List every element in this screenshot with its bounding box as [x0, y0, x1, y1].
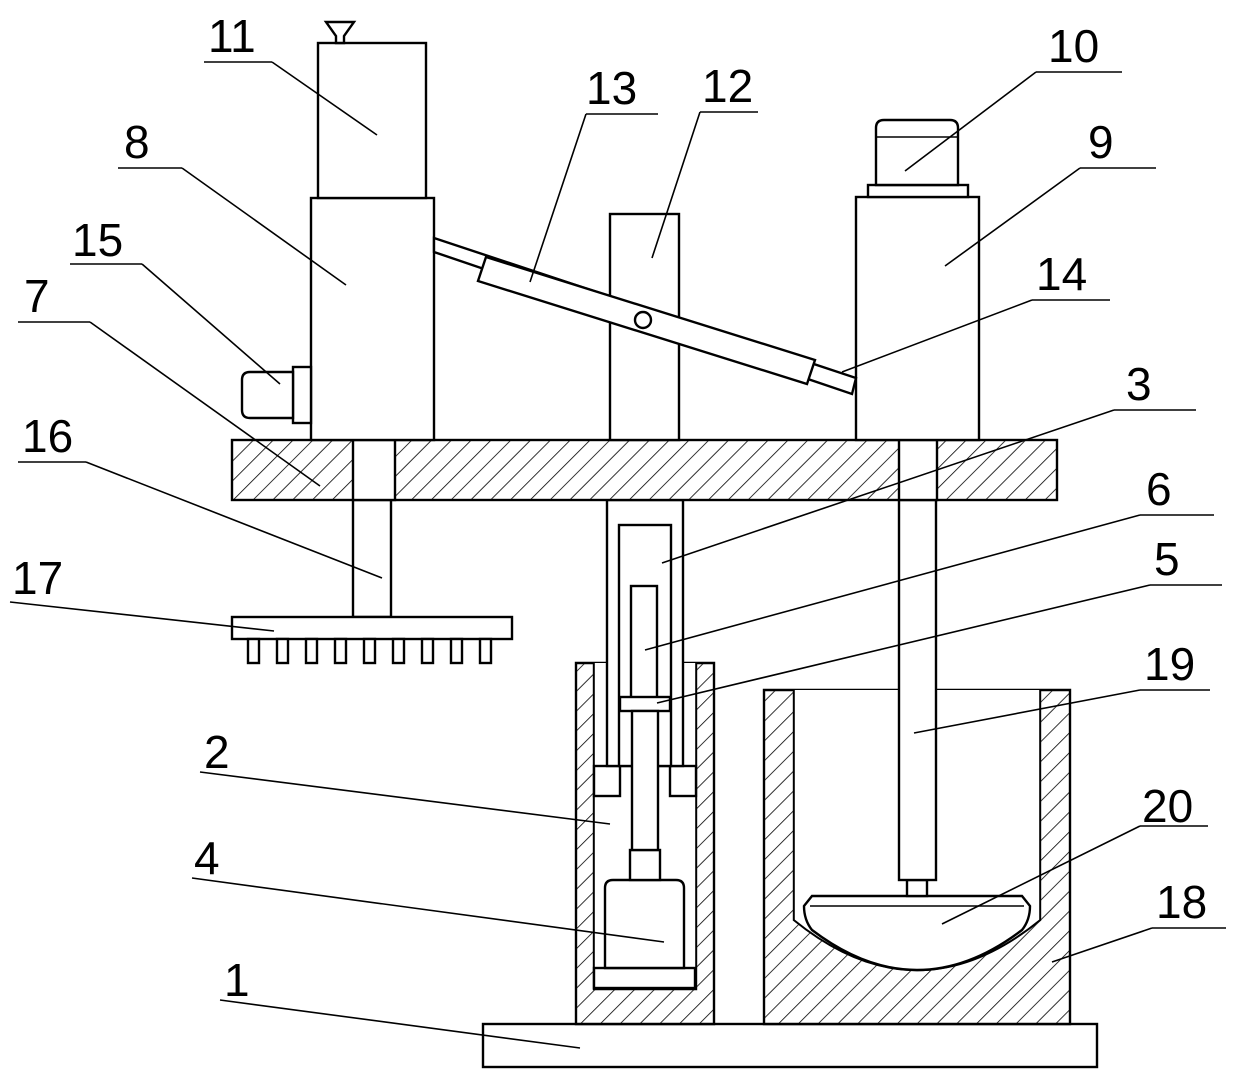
brush-bristles [246, 637, 493, 665]
bristle [420, 637, 435, 665]
leader-line [85, 461, 383, 579]
callout-label: 4 [194, 832, 220, 884]
bristle [333, 637, 348, 665]
leader-line [181, 167, 347, 286]
leader-line [913, 689, 1141, 734]
right-shaft [897, 438, 938, 882]
callout-label: 20 [1142, 780, 1193, 832]
callout-12: 12 [651, 60, 758, 259]
leader-line [656, 584, 1151, 704]
callout-10: 10 [904, 20, 1122, 172]
leader-line [9, 601, 275, 632]
callout-label: 16 [22, 410, 73, 462]
callout-label: 7 [24, 270, 50, 322]
leader-line [944, 167, 1081, 267]
callout-6: 6 [644, 463, 1214, 651]
bristle [304, 637, 319, 665]
callout-11: 11 [204, 10, 378, 136]
callout-label: 1 [224, 954, 250, 1006]
callout-8: 8 [118, 116, 347, 286]
guide-plate-right [668, 764, 698, 798]
callout-label: 3 [1126, 358, 1152, 410]
connecting-block [618, 695, 672, 713]
left-upper-motor [316, 41, 428, 200]
callout-16: 16 [18, 410, 383, 579]
leader-line [191, 877, 665, 943]
leader-line [941, 825, 1141, 925]
callout-label: 13 [586, 62, 637, 114]
leader-line [1051, 927, 1153, 963]
bristle [246, 637, 261, 665]
grinder-head [802, 894, 1032, 972]
base-plate [481, 1022, 1099, 1069]
lower-motor-neck [628, 848, 662, 882]
leader-line [661, 409, 1115, 564]
callout-label: 6 [1146, 463, 1172, 515]
callout-2: 2 [199, 726, 611, 825]
left-housing-block [309, 196, 436, 442]
lower-motor-foot [592, 966, 697, 990]
bristle [362, 637, 377, 665]
right-motor-body [874, 118, 960, 187]
leader-line [89, 321, 321, 487]
guide-plate-left [592, 764, 622, 798]
callout-label: 18 [1156, 876, 1207, 928]
right-motor-base [866, 183, 970, 199]
bristle [391, 637, 406, 665]
leader-line [271, 61, 378, 136]
callout-19: 19 [913, 638, 1210, 734]
callout-1: 1 [219, 954, 581, 1049]
bristle [275, 637, 290, 665]
callout-label: 11 [208, 10, 256, 62]
callout-label: 8 [124, 116, 150, 168]
callout-7: 7 [18, 270, 321, 487]
callout-5: 5 [656, 533, 1222, 704]
top-plate-hole-left [351, 438, 397, 502]
motor-knob [323, 20, 357, 45]
callout-3: 3 [661, 358, 1196, 564]
callout-label: 14 [1036, 248, 1087, 300]
leader-line [651, 111, 701, 259]
top-plate-hole-right [897, 438, 939, 502]
side-motor-body [240, 370, 295, 420]
callout-13: 13 [529, 62, 658, 283]
callout-label: 5 [1154, 533, 1180, 585]
callout-9: 9 [944, 116, 1156, 267]
right-housing-block [854, 195, 981, 442]
callout-15: 15 [70, 214, 281, 385]
callout-label: 17 [12, 552, 63, 604]
callout-label: 19 [1144, 638, 1195, 690]
callout-label: 10 [1048, 20, 1099, 72]
bristle [449, 637, 464, 665]
side-motor-flange [291, 365, 313, 425]
linkage-pivot [633, 310, 653, 330]
bristle [478, 637, 493, 665]
callout-label: 2 [204, 726, 230, 778]
callout-label: 15 [72, 214, 123, 266]
leader-line [644, 514, 1141, 651]
brush-head [230, 615, 514, 641]
grinder-coupling [905, 878, 929, 898]
leader-line [199, 771, 611, 825]
callout-label: 12 [702, 60, 753, 112]
callout-label: 9 [1088, 116, 1114, 168]
callout-18: 18 [1051, 876, 1226, 963]
leader-line [219, 999, 581, 1049]
leader-line [841, 299, 1033, 373]
leader-line [904, 71, 1037, 172]
leader-line [141, 263, 281, 385]
lower-shaft [630, 709, 660, 852]
leader-line [529, 113, 587, 283]
lower-motor-body [603, 878, 686, 970]
sliding-rod [629, 584, 659, 700]
callout-20: 20 [941, 780, 1208, 925]
callout-17: 17 [9, 552, 275, 632]
callout-14: 14 [841, 248, 1110, 373]
callout-4: 4 [191, 832, 665, 943]
